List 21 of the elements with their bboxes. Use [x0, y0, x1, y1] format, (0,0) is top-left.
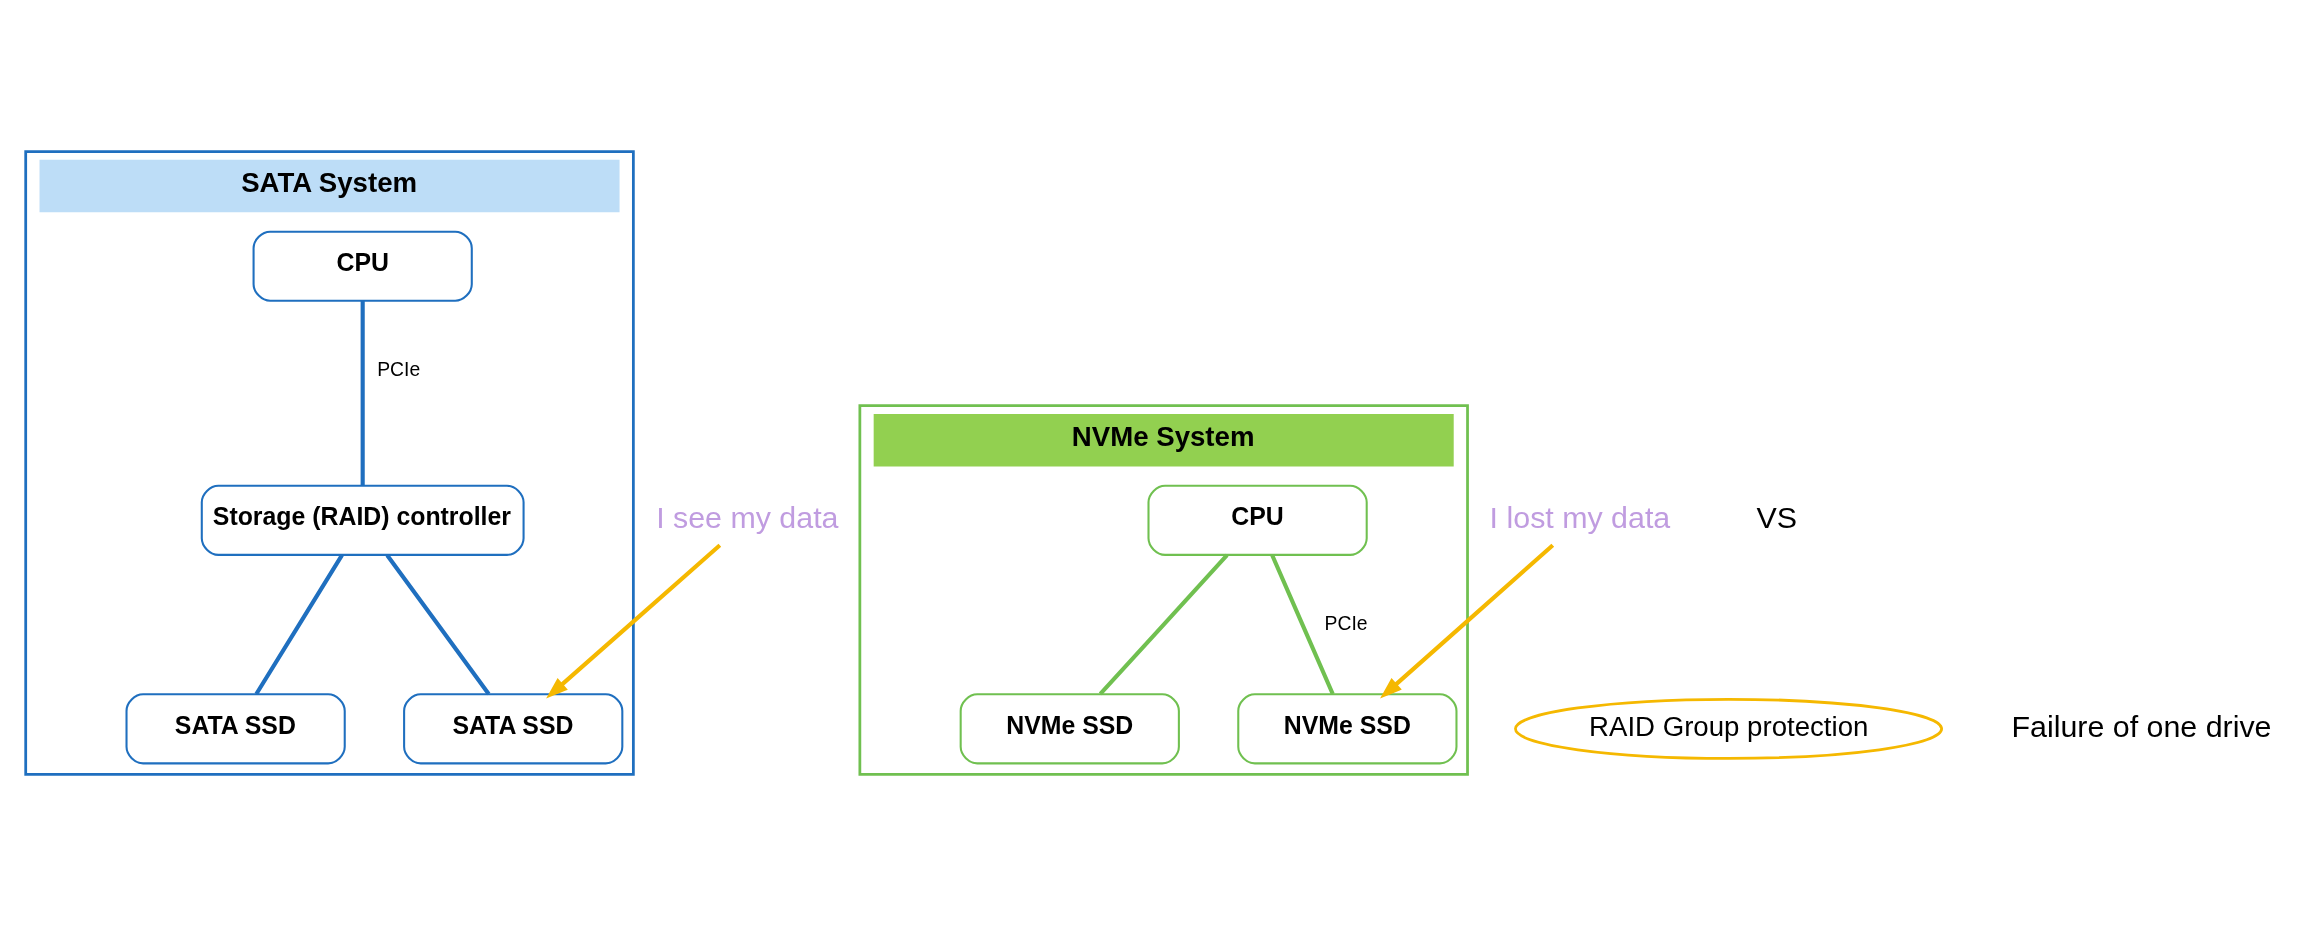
arrow	[1380, 543, 1555, 699]
connector	[360, 300, 365, 486]
node-ellipse: RAID Group protection	[1514, 697, 1944, 760]
node-box: CPU	[252, 230, 473, 302]
connector	[385, 554, 491, 696]
edge-label: PCIe	[377, 359, 421, 381]
node-text: I see my data	[656, 500, 839, 535]
label: VS	[1756, 500, 1798, 535]
node-text: I lost my data	[1489, 500, 1671, 535]
node-box: SATA SSD	[403, 693, 624, 765]
label: Failure of one drive	[2011, 708, 2272, 743]
arrow	[546, 543, 722, 699]
node-box: NVMe SSD	[1237, 693, 1458, 765]
node-box: NVMe SSD	[959, 693, 1180, 765]
node-box: SATA SSD	[125, 693, 346, 765]
edge-label: PCIe	[1324, 613, 1368, 635]
connector	[1270, 554, 1335, 695]
connector	[1098, 553, 1229, 696]
connector	[254, 554, 344, 696]
node-box: CPU	[1147, 484, 1368, 556]
node-box: Storage (RAID) controller	[200, 484, 525, 556]
